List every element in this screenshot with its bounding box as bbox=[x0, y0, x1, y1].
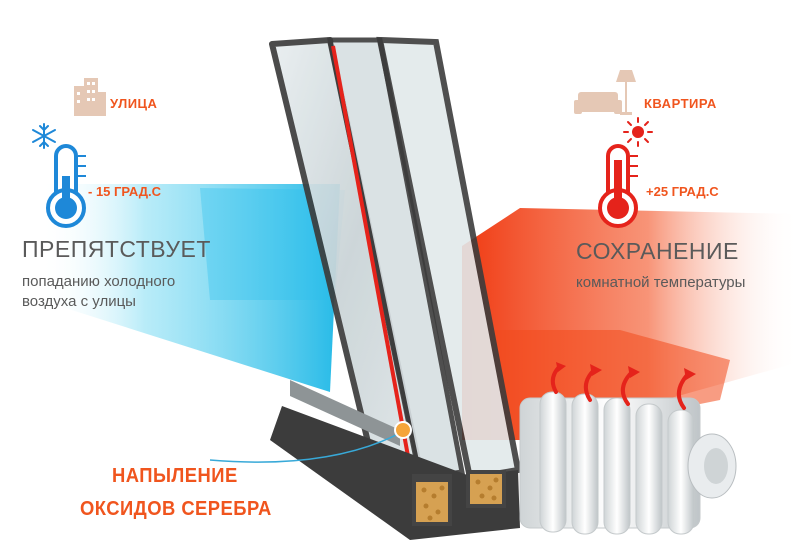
coating-pointer-dot bbox=[394, 421, 412, 439]
preservation-headline: СОХРАНЕНИЕ bbox=[576, 238, 739, 264]
radiator-icon bbox=[519, 391, 737, 535]
obstructs-headline: ПРЕПЯТСТВУЕТ bbox=[22, 236, 211, 262]
floor-lamp-icon bbox=[616, 70, 636, 115]
snowflake-icon bbox=[32, 123, 56, 149]
heat-arrows bbox=[550, 362, 696, 410]
frame-base bbox=[270, 406, 520, 540]
cold-thermometer-icon bbox=[46, 144, 86, 228]
obstructs-description: попаданию холодного воздуха с улицы bbox=[22, 272, 175, 312]
building-icon bbox=[74, 78, 106, 116]
apartment-label: КВАРТИРА bbox=[644, 96, 717, 111]
coating-caption-line1: НАПЫЛЕНИЕ bbox=[112, 465, 238, 487]
outdoor-temperature: - 15 ГРАД.С bbox=[88, 184, 162, 199]
sofa-icon bbox=[574, 92, 622, 114]
coating-pointer-line bbox=[209, 431, 403, 463]
silver-oxide-coating bbox=[331, 45, 414, 479]
obstructs-description-line1: попаданию холодного bbox=[22, 273, 176, 290]
obstructs-description-line2: воздуха с улицы bbox=[22, 293, 136, 310]
frame-sill bbox=[290, 380, 400, 446]
coating-caption-line2: ОКСИДОВ СЕРЕБРА bbox=[80, 498, 272, 520]
glass-pane-middle bbox=[326, 37, 465, 481]
window-frame bbox=[269, 36, 522, 540]
indoor-temperature: +25 ГРАД.С bbox=[646, 184, 719, 199]
cold-air-beam-shade bbox=[200, 188, 345, 300]
preservation-description: комнатной температуры bbox=[576, 274, 746, 291]
hot-thermometer-icon bbox=[598, 144, 638, 228]
cold-air-beam bbox=[40, 184, 340, 392]
sun-icon bbox=[623, 117, 653, 147]
street-label: УЛИЦА bbox=[110, 96, 158, 111]
